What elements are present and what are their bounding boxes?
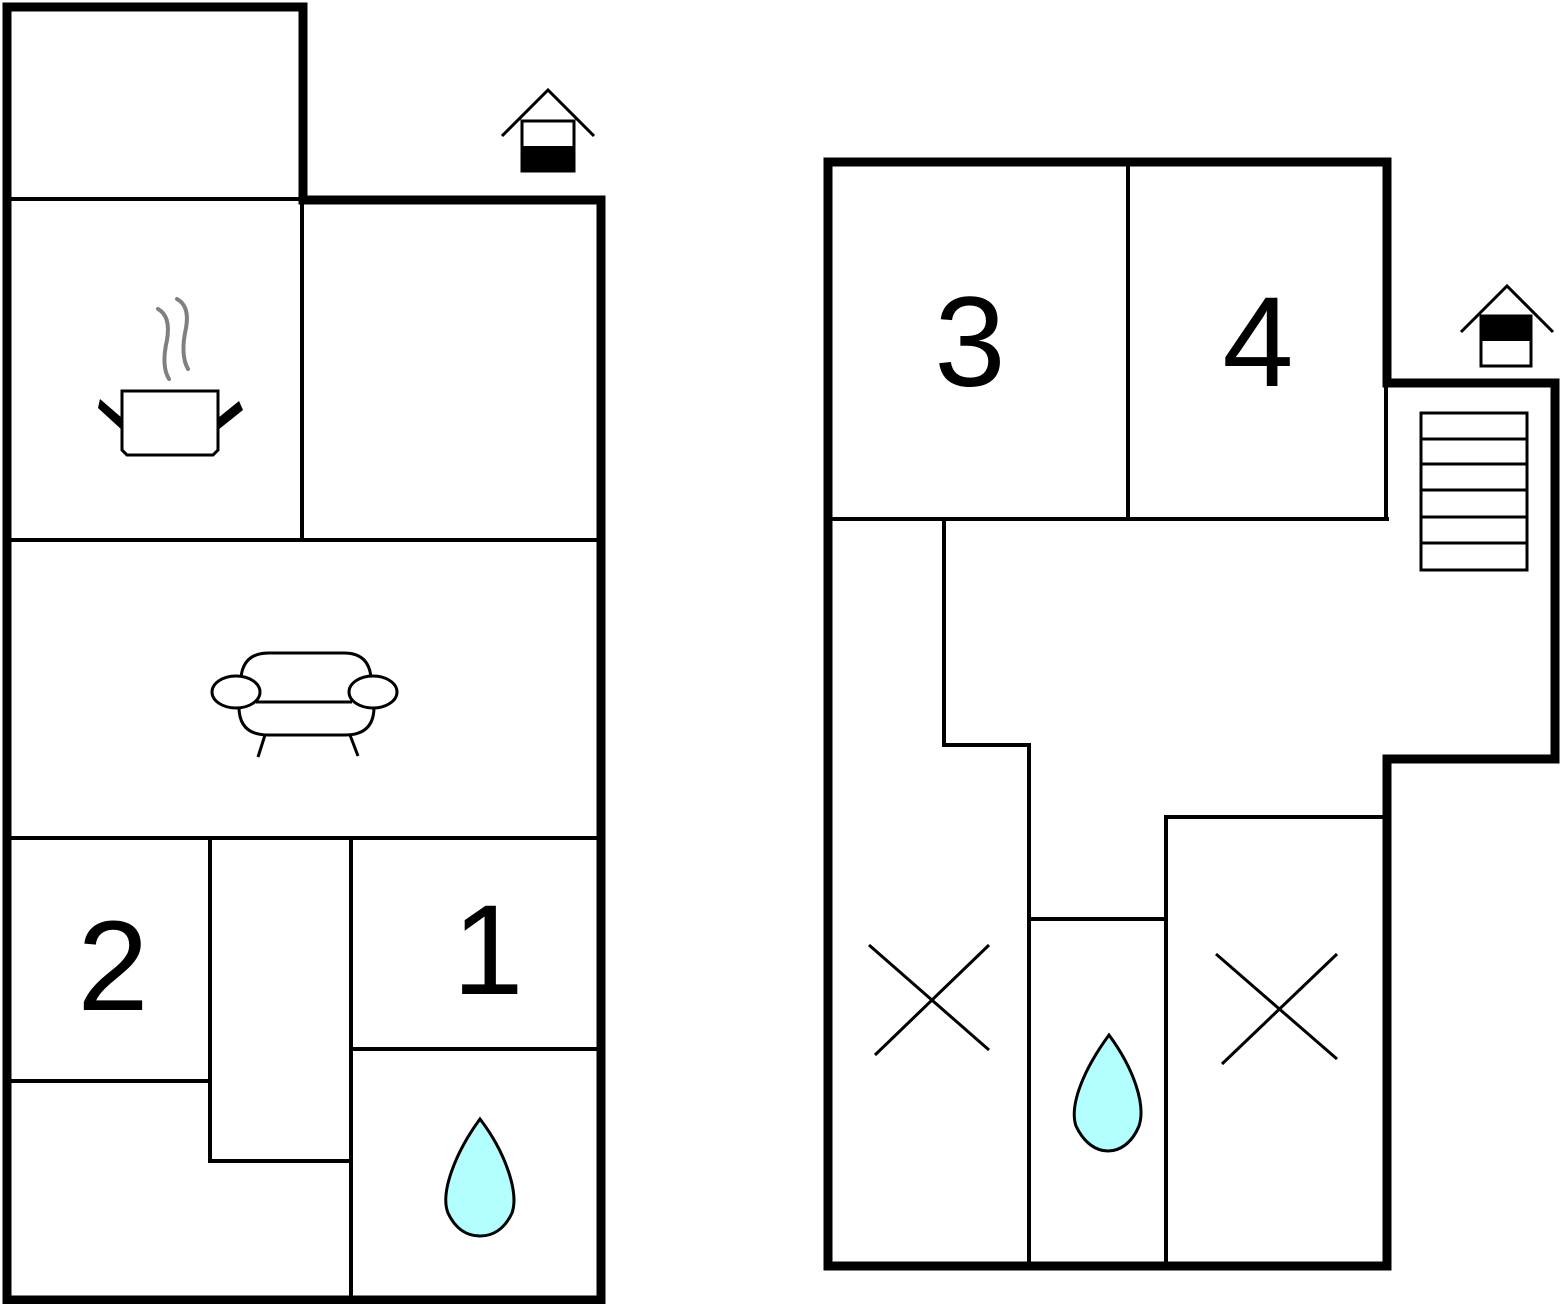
interior-walls <box>5 197 599 1302</box>
floor-plan-right: 3 4 <box>823 157 1560 1271</box>
floor-plan-left: 1 2 <box>2 2 606 1304</box>
entrance-icon <box>500 87 596 173</box>
room-number-2: 2 <box>77 895 148 1038</box>
steam-icon <box>175 297 190 371</box>
exterior-wall <box>823 157 1560 1271</box>
water-drop-icon <box>444 1116 516 1238</box>
cross-icon <box>868 943 991 1057</box>
entrance-icon <box>1459 283 1555 368</box>
interior-walls <box>830 164 1389 1264</box>
kitchen-pot-icon <box>98 297 243 457</box>
sofa-icon <box>210 651 399 758</box>
room-number-1: 1 <box>452 879 523 1022</box>
room-number-3: 3 <box>934 271 1005 414</box>
stairs-icon <box>1419 411 1529 572</box>
room-number-4: 4 <box>1222 271 1293 414</box>
water-drop-icon <box>1072 1032 1143 1153</box>
cross-icon <box>1215 952 1339 1066</box>
steam-icon <box>156 307 171 381</box>
